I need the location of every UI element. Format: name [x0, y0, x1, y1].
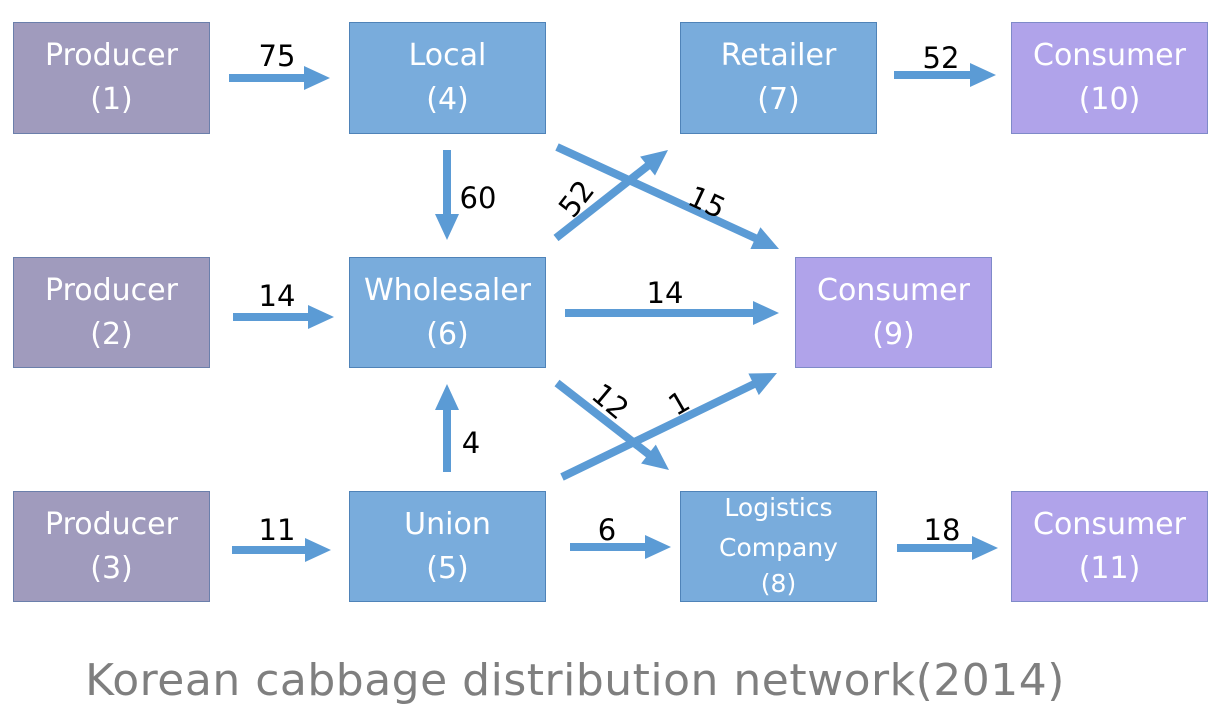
node-wholesaler-6: Wholesaler (6) [349, 257, 546, 368]
edge-label-5-6: 4 [462, 426, 480, 460]
node-id: (4) [426, 82, 469, 117]
arrow-7-10 [894, 63, 996, 87]
node-label: Union [404, 506, 491, 542]
arrow-5-6 [435, 384, 459, 472]
arrow-4-6 [435, 150, 459, 240]
node-union-5: Union (5) [349, 491, 546, 602]
node-id: (5) [426, 550, 469, 586]
node-label: Producer [45, 506, 178, 542]
edge-label-5-8: 6 [598, 513, 616, 547]
node-consumer-9: Consumer (9) [795, 257, 992, 368]
diagram-title: Korean cabbage distribution network(2014… [85, 655, 1065, 706]
node-id: (2) [90, 316, 133, 352]
node-producer-3: Producer (3) [13, 491, 210, 602]
edge-label-7-10: 52 [923, 41, 960, 75]
node-label: Producer [45, 38, 178, 73]
arrow-6-8 [554, 379, 669, 470]
edge-label-4-9: 15 [683, 179, 731, 225]
edge-label-6-7: 52 [552, 174, 602, 224]
node-label: Logistics Company [719, 493, 838, 562]
node-logistics-company-8: Logistics Company (8) [680, 491, 877, 602]
arrow-6-9 [565, 301, 779, 325]
node-id: (7) [757, 82, 800, 117]
node-local-4: Local (4) [349, 22, 546, 134]
node-label: Consumer [1033, 506, 1186, 542]
arrow-8-11 [897, 536, 998, 560]
node-consumer-10: Consumer (10) [1011, 22, 1208, 134]
arrow-5-9 [560, 373, 777, 481]
node-id: (8) [760, 569, 797, 598]
edge-label-6-9: 14 [647, 276, 684, 310]
edge-label-2-6: 14 [259, 279, 296, 313]
arrow-6-7 [553, 150, 668, 242]
node-label: Consumer [817, 272, 970, 308]
node-id: (1) [90, 82, 133, 117]
arrow-1-4 [229, 66, 330, 90]
edge-label-6-8: 12 [585, 377, 635, 427]
node-label: Consumer [1033, 38, 1186, 73]
node-id: (9) [872, 316, 915, 352]
edge-label-4-6: 60 [460, 181, 497, 215]
node-producer-1: Producer (1) [13, 22, 210, 134]
node-label: Producer [45, 272, 178, 308]
node-consumer-11: Consumer (11) [1011, 491, 1208, 602]
node-label: Local [408, 38, 487, 73]
edge-label-3-5: 11 [259, 513, 296, 547]
arrow-2-6 [233, 305, 334, 329]
edge-label-1-4: 75 [259, 39, 296, 73]
arrow-3-5 [232, 538, 331, 562]
arrow-5-8 [570, 535, 671, 559]
arrow-4-9 [555, 143, 779, 249]
node-id: (11) [1078, 550, 1141, 586]
node-retailer-7: Retailer (7) [680, 22, 877, 134]
node-label: Wholesaler [364, 272, 531, 308]
edge-label-8-11: 18 [924, 513, 961, 547]
node-id: (3) [90, 550, 133, 586]
node-label: Retailer [720, 38, 837, 73]
node-id: (6) [426, 316, 469, 352]
node-id: (10) [1078, 82, 1141, 117]
node-producer-2: Producer (2) [13, 257, 210, 368]
